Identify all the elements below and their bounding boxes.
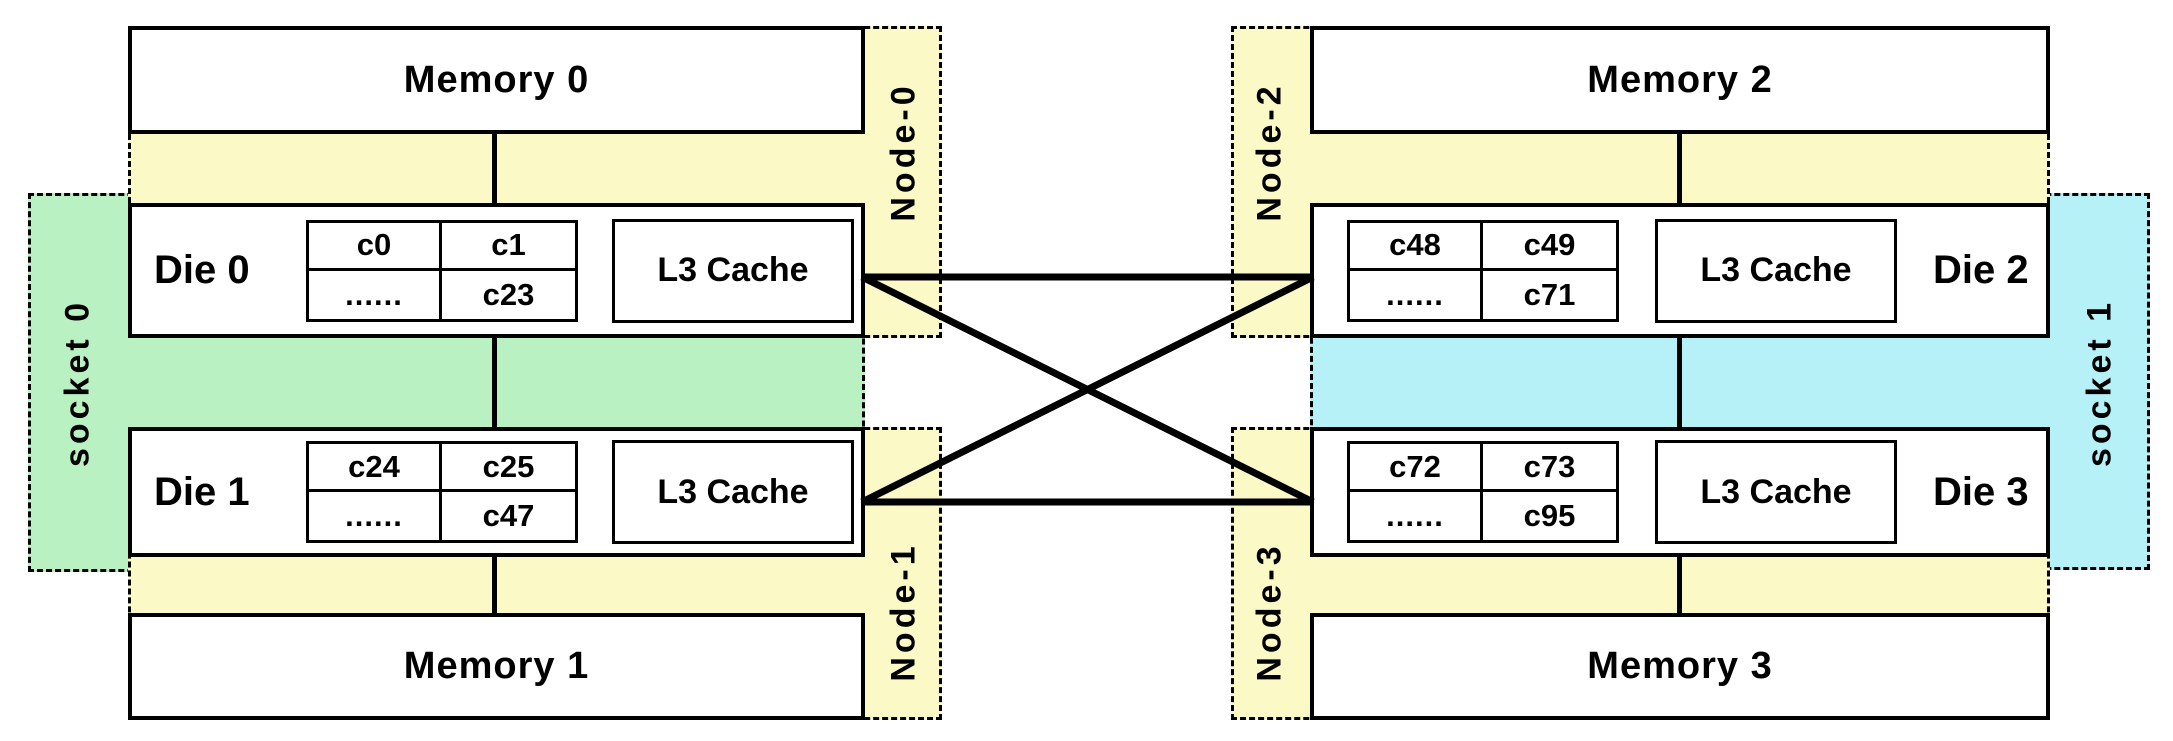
die2-die3-bus	[1677, 334, 1682, 432]
core-cell: c95	[1523, 498, 1576, 533]
die-1-label: Die 1	[154, 469, 250, 514]
core-cell: c23	[482, 276, 535, 312]
die1-memory1-bus	[492, 553, 497, 619]
core-cell: c72	[1350, 444, 1483, 492]
die-3-core-table: c72 c73 ...... c95	[1347, 441, 1619, 543]
node-0-label: Node-0	[884, 82, 923, 222]
die-0-label: Die 0	[154, 248, 250, 292]
core-cell-ellipsis: ......	[309, 492, 442, 540]
socket-1-label: socket 1	[2080, 298, 2119, 468]
memory-0-label: Memory 0	[403, 58, 590, 101]
core-cell: c0	[309, 222, 442, 271]
die-2-l3-cache: L3 Cache	[1655, 218, 1897, 323]
die0-die1-bus	[492, 334, 497, 432]
memory0-die0-bus	[492, 130, 497, 208]
core-cell-ellipsis: ......	[1350, 492, 1483, 540]
core-cell: c25	[442, 444, 575, 492]
die-1-l3-cache: L3 Cache	[612, 440, 854, 544]
die-3-l3-cache: L3 Cache	[1655, 440, 1897, 544]
core-cell: c1	[442, 223, 575, 271]
die-3-label: Die 3	[1933, 469, 2029, 514]
memory-1-box: Memory 1	[128, 613, 865, 720]
socket-0-label: socket 0	[58, 298, 97, 468]
die-0-l3-cache: L3 Cache	[612, 218, 854, 323]
die-2-label: Die 2	[1933, 248, 2029, 292]
core-cell: c24	[309, 444, 442, 492]
core-cell: c73	[1483, 444, 1616, 492]
memory-2-label: Memory 2	[1587, 58, 1773, 101]
core-cell: c48	[1350, 222, 1483, 271]
core-cell: c71	[1523, 276, 1576, 312]
node-1-label: Node-1	[884, 542, 923, 682]
memory2-die2-bus	[1677, 130, 1682, 208]
die-2-core-table: c48 c49 ...... c71	[1347, 219, 1619, 322]
die3-memory3-bus	[1677, 553, 1682, 619]
memory-1-label: Memory 1	[403, 645, 590, 687]
core-cell: c47	[482, 498, 535, 533]
memory-3-label: Memory 3	[1587, 645, 1773, 687]
core-cell: c49	[1483, 223, 1616, 271]
memory-3-box: Memory 3	[1310, 613, 2050, 720]
core-cell-ellipsis: ......	[309, 270, 442, 319]
memory-2-box: Memory 2	[1310, 26, 2050, 134]
memory-0-box: Memory 0	[128, 26, 865, 134]
die-0-core-table: c0 c1 ...... c23	[306, 219, 578, 322]
die-1-core-table: c24 c25 ...... c47	[306, 441, 578, 543]
die-2-box: c48 c49 ...... c71 L3 Cache Die 2	[1310, 203, 2050, 338]
core-cell-ellipsis: ......	[1350, 270, 1483, 319]
die-1-box: Die 1 c24 c25 ...... c47 L3 Cache	[128, 427, 865, 557]
node-3-label: Node-3	[1250, 542, 1289, 682]
node-2-label: Node-2	[1250, 82, 1289, 222]
die-3-box: c72 c73 ...... c95 L3 Cache Die 3	[1310, 427, 2050, 557]
die-0-box: Die 0 c0 c1 ...... c23 L3 Cache	[128, 203, 865, 338]
